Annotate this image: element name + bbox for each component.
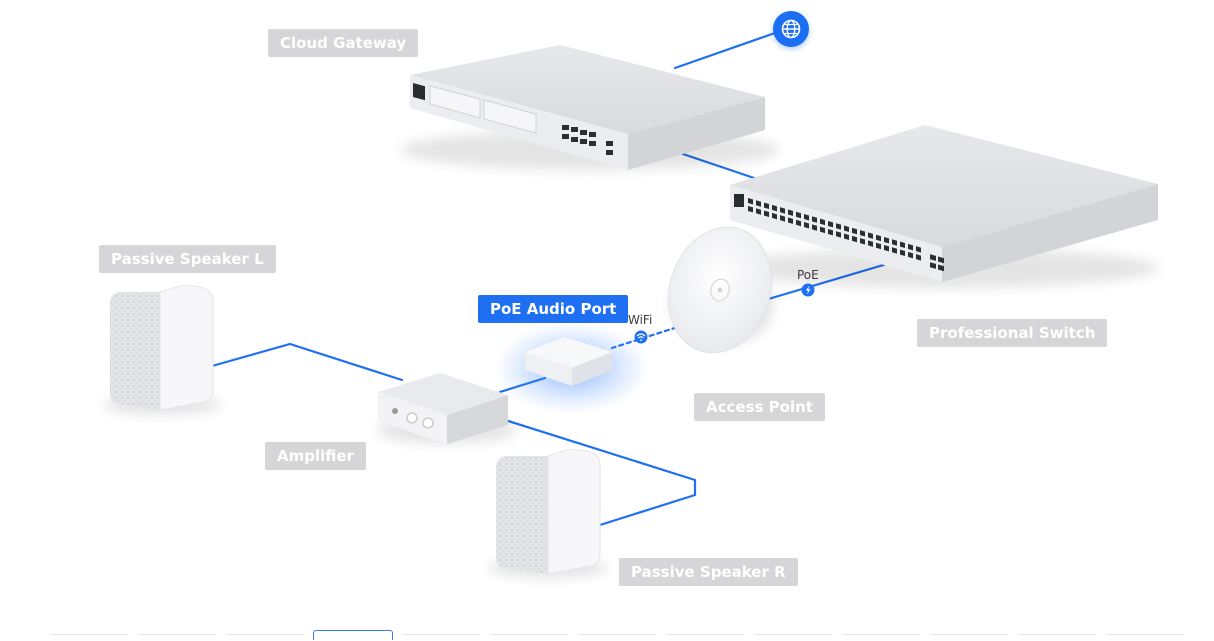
- scenario-tab[interactable]: [226, 634, 304, 641]
- speaker-r-link: [503, 418, 697, 527]
- access-point-device: [667, 226, 774, 354]
- poe-link-label: PoE: [797, 268, 819, 282]
- professional-switch-label: Professional Switch: [917, 319, 1108, 347]
- scenario-tab[interactable]: [754, 634, 832, 641]
- globe-icon: [773, 11, 809, 47]
- amplifier-device: [377, 373, 517, 444]
- wifi-icon: [634, 330, 648, 344]
- globe-glyph: [781, 19, 801, 39]
- passive-speaker-l-label: Passive Speaker L: [99, 245, 276, 273]
- passive-speaker-r-label: Passive Speaker R: [619, 558, 798, 586]
- scenario-tab[interactable]: [578, 634, 656, 641]
- cloud-gateway-device: [400, 45, 780, 170]
- scenario-tab[interactable]: [138, 634, 216, 641]
- scenario-tab[interactable]: [666, 634, 744, 641]
- poe-audio-port-label[interactable]: PoE Audio Port: [478, 295, 629, 323]
- switch-port-grid: [748, 198, 944, 272]
- scenario-tab[interactable]: [490, 634, 568, 641]
- scenario-tab[interactable]: [402, 634, 480, 641]
- professional-switch-device: [730, 125, 1160, 288]
- amplifier-label: Amplifier: [265, 442, 366, 470]
- wifi-link-label: WiFi: [628, 313, 653, 327]
- lightning-icon: [801, 283, 815, 297]
- passive-speaker-l-device: [102, 285, 222, 415]
- cloud-gateway-label: Cloud Gateway: [268, 29, 419, 57]
- speaker-l-link: [210, 342, 404, 382]
- scenario-tab[interactable]: [1018, 634, 1096, 641]
- passive-speaker-r-device: [488, 449, 608, 578]
- scenario-tab[interactable]: [930, 634, 1008, 641]
- scenario-tab[interactable]: [1106, 634, 1184, 641]
- scenario-tab-strip: [0, 630, 1214, 641]
- scenario-tab-selected[interactable]: [313, 630, 393, 640]
- internet-link: [673, 31, 777, 70]
- poe-audio-port-device: [494, 322, 650, 414]
- scenario-tab[interactable]: [50, 634, 128, 641]
- access-point-label: Access Point: [694, 393, 825, 421]
- scenario-tab[interactable]: [842, 634, 920, 641]
